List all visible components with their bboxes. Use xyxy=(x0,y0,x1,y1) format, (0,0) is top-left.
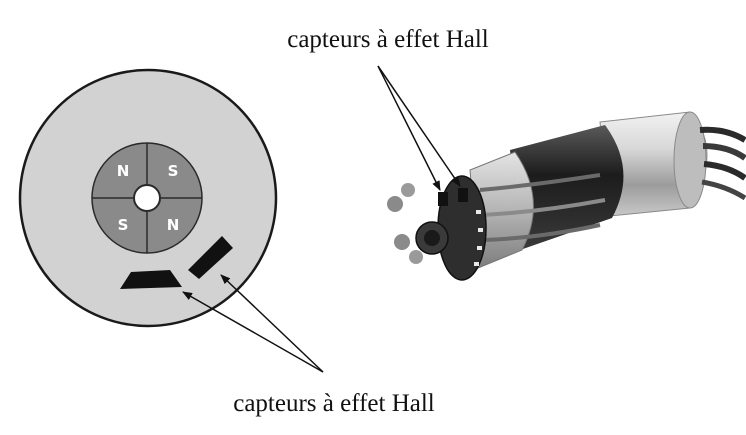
motor-photo xyxy=(387,111,746,281)
schematic-disk-group: N S S N xyxy=(18,68,278,328)
bottom-label: capteurs à effet Hall xyxy=(233,390,435,417)
top-label: capteurs à effet Hall xyxy=(287,26,489,53)
hall-sensor-right xyxy=(188,236,233,279)
pole-label: S xyxy=(168,162,179,180)
pole-label: N xyxy=(167,216,180,234)
arrow-bottom-to-sensor-right xyxy=(220,274,324,373)
rotor-shaft xyxy=(133,184,161,212)
arrow-bottom-to-sensor-left xyxy=(182,291,324,373)
bottom-arrows xyxy=(182,274,324,373)
hall-sensor-left xyxy=(120,270,182,289)
arrow-top-to-sensor-1 xyxy=(377,65,441,191)
pole-label: S xyxy=(118,216,129,234)
arrow-top-to-sensor-2 xyxy=(377,65,461,187)
rotor-magnet: N S S N xyxy=(91,142,203,254)
top-arrows xyxy=(377,65,461,191)
pole-label: N xyxy=(117,162,130,180)
